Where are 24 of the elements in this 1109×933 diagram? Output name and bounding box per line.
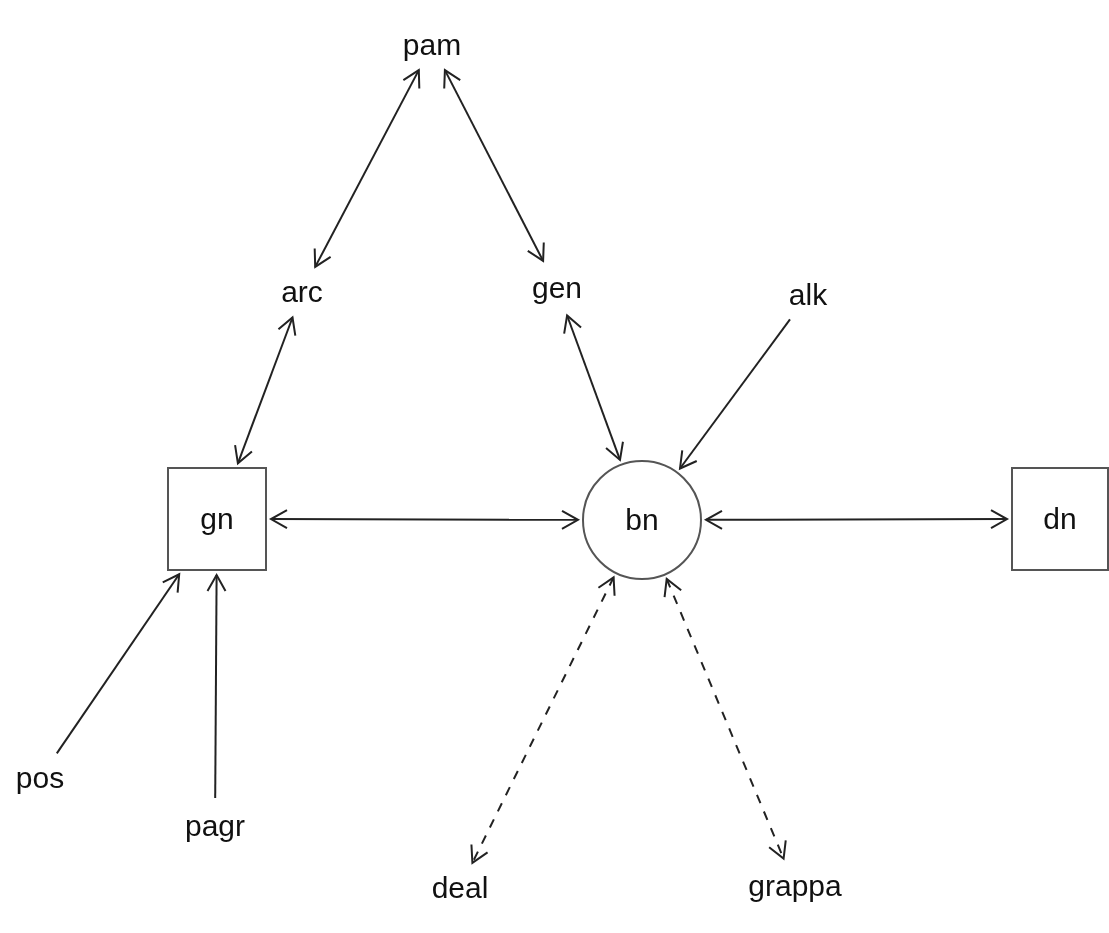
arrow: [470, 576, 616, 864]
node-box: [1011, 467, 1109, 571]
arrow: [206, 574, 227, 799]
arrow: [705, 509, 1008, 530]
arrow: [679, 318, 791, 470]
node-label: alk: [788, 280, 828, 310]
node-box: [167, 467, 267, 571]
node-label: gen: [531, 273, 583, 303]
node-label: bn: [625, 505, 659, 535]
arrow: [663, 578, 787, 860]
node-label: pos: [15, 763, 65, 793]
node-label: deal: [431, 873, 489, 903]
node-label: dn: [1043, 504, 1077, 534]
node-label: arc: [281, 277, 323, 307]
arrow: [313, 69, 421, 268]
arrow: [270, 509, 579, 530]
arrow: [234, 316, 297, 465]
node-label: gn: [200, 504, 234, 534]
node-label: grappa: [748, 871, 842, 901]
node-label: pagr: [184, 811, 245, 841]
arrow: [55, 573, 181, 755]
arrow: [443, 69, 545, 262]
arrow: [563, 314, 624, 461]
node-label: pam: [402, 30, 462, 60]
